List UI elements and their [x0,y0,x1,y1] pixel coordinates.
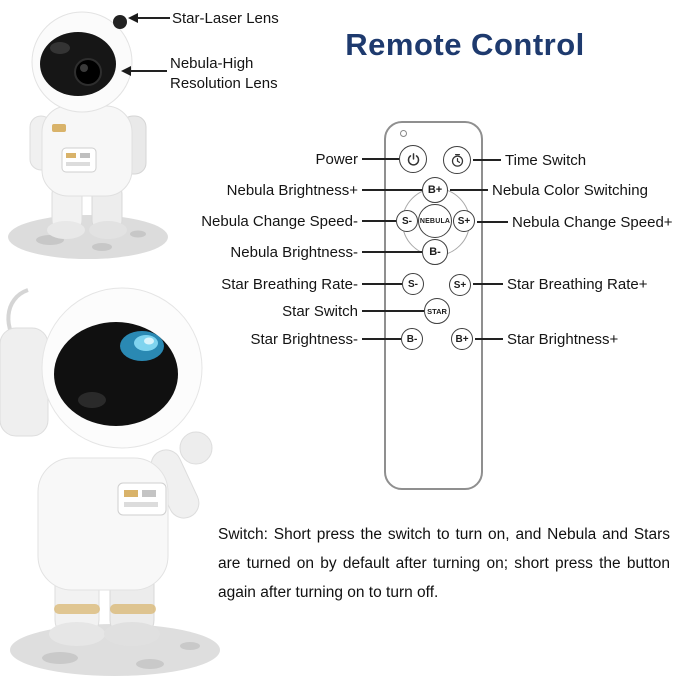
astronaut-projector-photo-bottom [0,268,242,679]
star-switch-button[interactable]: STAR [424,298,450,324]
callout-nebula-lens: Nebula-High Resolution Lens [170,55,278,92]
astronaut-illustration [0,287,220,676]
remote-indicator-dot [400,130,407,137]
astronaut-illustration [8,11,168,259]
arrow-icon [121,66,131,76]
time-switch-button[interactable] [443,146,471,174]
power-icon [407,152,419,166]
star-brightness-plus-button[interactable]: B+ [451,328,473,350]
label-nebula-color-switching: Nebula Color Switching [492,182,648,199]
label-star-breathing-rate-plus: Star Breathing Rate+ [507,276,648,293]
label-star-brightness-minus: Star Brightness- [250,331,358,348]
connector-line [362,251,422,253]
connector-line [130,70,167,72]
connector-line [362,310,424,312]
callout-star-laser-lens: Star-Laser Lens [172,10,279,27]
power-button[interactable] [399,145,427,173]
label-nebula-brightness-plus: Nebula Brightness+ [226,182,358,199]
connector-line [473,283,503,285]
label-nebula-change-speed-plus: Nebula Change Speed+ [512,214,673,231]
connector-line [362,283,402,285]
label-star-switch: Star Switch [282,303,358,320]
connector-line [362,338,401,340]
switch-instructions: Switch: Short press the switch to turn o… [218,526,670,601]
nebula-speed-minus-button[interactable]: S- [396,210,418,232]
label-power: Power [315,151,358,168]
nebula-speed-plus-button[interactable]: S+ [453,210,475,232]
arrow-icon [128,13,138,23]
label-star-breathing-rate-minus: Star Breathing Rate- [221,276,358,293]
nebula-brightness-minus-button[interactable]: B- [422,239,448,265]
star-brightness-minus-button[interactable]: B- [401,328,423,350]
connector-line [137,17,170,19]
star-breathing-rate-plus-button[interactable]: S+ [449,274,471,296]
label-star-brightness-plus: Star Brightness+ [507,331,619,348]
page-title: Remote Control [345,27,585,62]
astronaut-projector-photo-top [0,0,175,265]
timer-clock-icon [451,153,463,167]
connector-line [477,221,508,223]
connector-line [473,159,501,161]
nebula-brightness-plus-button[interactable]: B+ [422,177,448,203]
connector-line [362,220,396,222]
star-breathing-rate-minus-button[interactable]: S- [402,273,424,295]
label-nebula-change-speed-minus: Nebula Change Speed- [201,213,358,230]
nebula-button[interactable]: NEBULA [418,204,452,238]
connector-line [475,338,503,340]
connector-line [450,189,488,191]
connector-line [362,158,399,160]
label-nebula-brightness-minus: Nebula Brightness- [230,244,358,261]
label-time-switch: Time Switch [505,152,587,169]
connector-line [362,189,422,191]
